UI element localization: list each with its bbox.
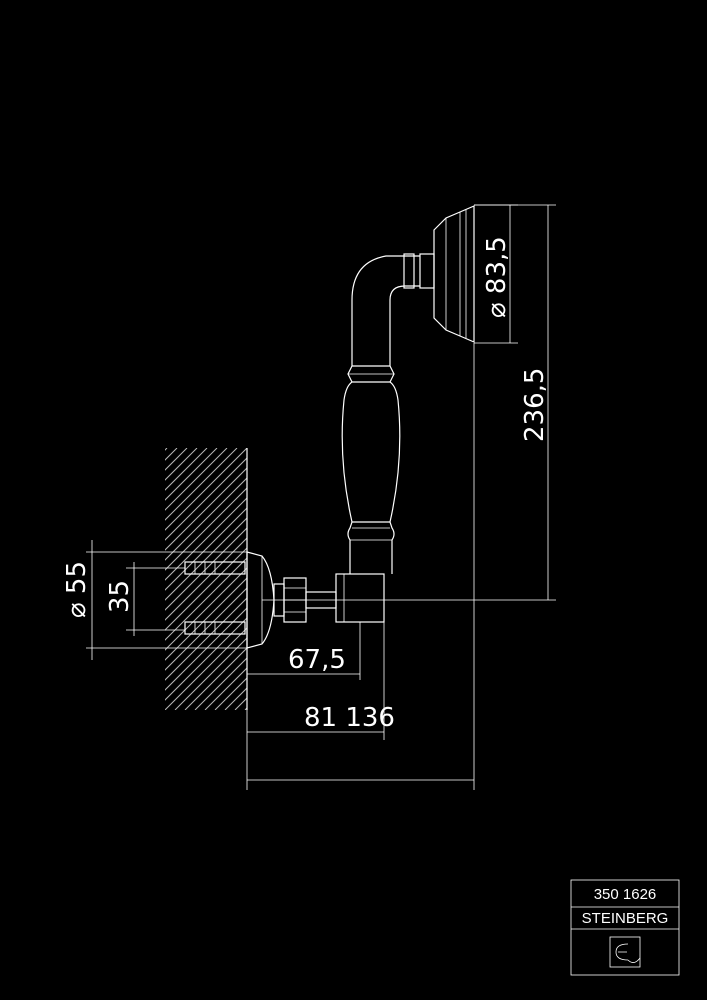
hatch-line	[165, 617, 247, 701]
hatch-line	[165, 597, 247, 681]
article-number: 350 1626	[594, 886, 657, 903]
projection-label: 67,5	[288, 645, 346, 675]
hatch-line	[165, 557, 247, 641]
hatch-line	[174, 637, 247, 710]
head-diameter-label: ⌀ 83,5	[482, 236, 512, 318]
hatch-line	[165, 587, 247, 671]
hatch-line	[355, 448, 617, 710]
height-label: 236,5	[520, 368, 550, 442]
hatch-line	[165, 448, 218, 501]
hatch-line	[165, 448, 228, 511]
wall-section	[165, 448, 617, 710]
hatch-line	[165, 448, 238, 521]
hatch-line	[315, 448, 577, 710]
hatch-line	[165, 487, 247, 571]
shower-head	[433, 205, 475, 343]
flange-diameter-label: ⌀ 55	[62, 561, 92, 618]
hatch-line	[165, 448, 247, 531]
hatch-line	[165, 467, 247, 551]
hatch-line	[165, 567, 247, 651]
dimension-lines	[86, 204, 556, 790]
projection-total-label: 81 136	[304, 703, 395, 733]
hatch-line	[165, 547, 247, 631]
hatch-line	[184, 647, 247, 710]
hatch-line	[165, 497, 247, 581]
hatch-line	[165, 507, 247, 591]
hatch-line	[224, 687, 247, 710]
title-block: 350 1626 STEINBERG	[570, 879, 680, 976]
holder-block	[335, 573, 385, 623]
hatch-line	[165, 607, 247, 691]
bracket-spacing-label: 35	[105, 580, 135, 613]
hatch-line	[165, 537, 247, 621]
hatch-line	[165, 517, 247, 601]
hatch-line	[165, 627, 247, 710]
hatch-line	[165, 527, 247, 611]
hatch-line	[335, 448, 597, 710]
hatch-line	[234, 697, 247, 710]
hatch-line	[165, 577, 247, 661]
hatch-line	[194, 657, 247, 710]
hatch-line	[165, 477, 247, 561]
hatch-line	[165, 448, 188, 471]
hatch-line	[165, 457, 247, 541]
wall-anchors	[184, 561, 246, 635]
brand-name: STEINBERG	[582, 910, 669, 927]
steinberg-logo-icon	[609, 936, 641, 968]
hand-shower-handle	[341, 253, 435, 574]
